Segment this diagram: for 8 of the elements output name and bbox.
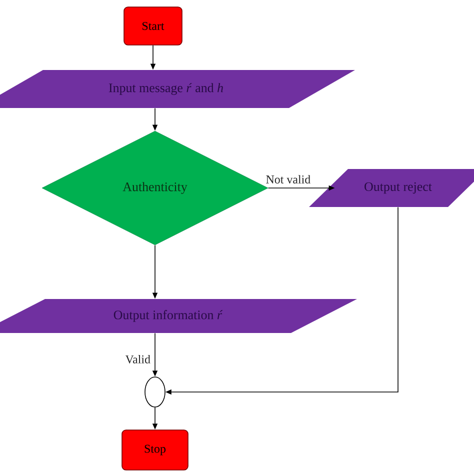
output-parallelogram: Output information ŕ xyxy=(0,299,357,333)
input-parallelogram: Input message ŕ and h xyxy=(0,70,355,108)
connector-circle xyxy=(144,376,166,408)
edge-label: Valid xyxy=(125,355,150,364)
stop-terminal: Stop xyxy=(122,430,188,470)
start-terminal: Start xyxy=(124,6,182,46)
edge-label: Not valid xyxy=(266,175,310,184)
output-parallelogram: Output reject xyxy=(309,169,474,207)
